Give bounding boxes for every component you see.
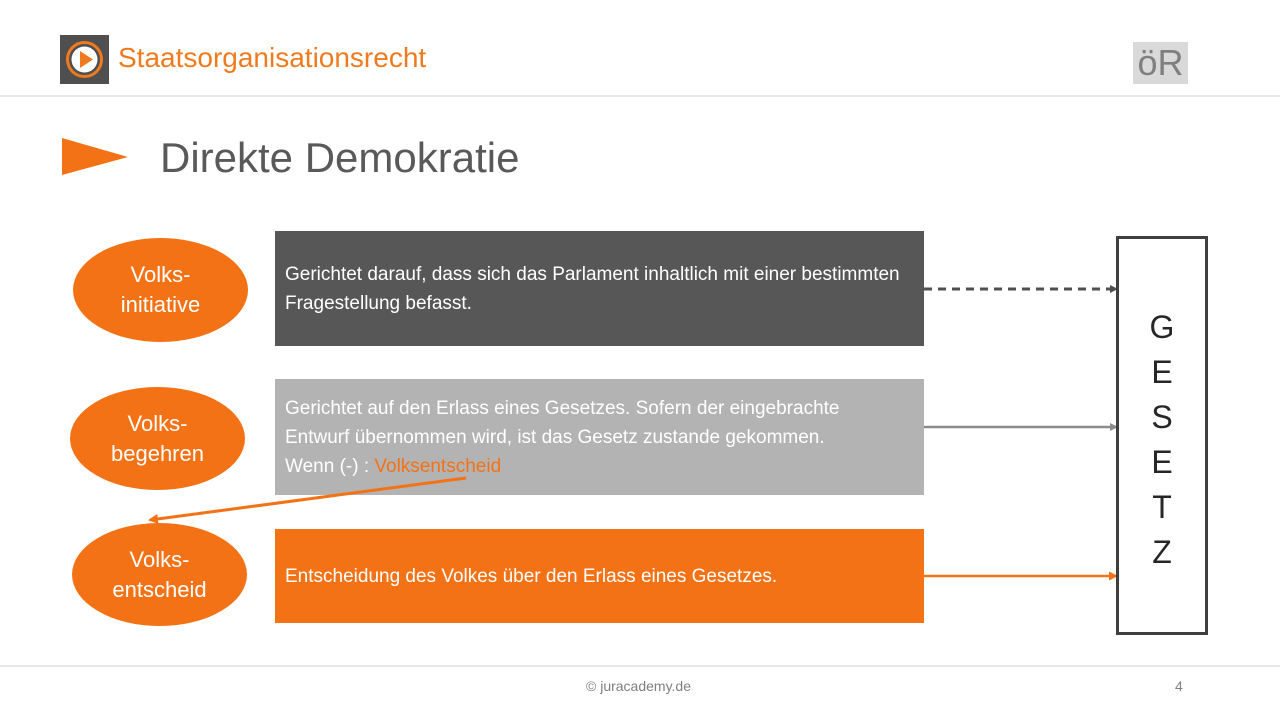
volksentscheid-label: Volks- entscheid xyxy=(112,546,207,602)
page-title: Direkte Demokratie xyxy=(160,134,520,181)
logo xyxy=(60,35,109,84)
volksbegehren-description-line2: Entwurf übernommen wird, ist das Gesetz … xyxy=(285,426,825,448)
triangle-arrow-icon xyxy=(62,138,128,175)
volksinitiative-ellipse: Volks- initiative xyxy=(73,238,248,342)
volksentscheid-box: Entscheidung des Volkes über den Erlass … xyxy=(275,529,924,623)
course-title: Staatsorganisationsrecht xyxy=(118,42,427,73)
subject-badge: öR xyxy=(1133,42,1188,84)
play-button-icon xyxy=(66,41,103,78)
volksentscheid-ellipse: Volks- entscheid xyxy=(72,523,247,626)
gesetz-box: G E S E T Z xyxy=(1116,236,1208,635)
volksentscheid-reference: Volksentscheid xyxy=(374,455,502,477)
volksinitiative-label: Volks- initiative xyxy=(120,262,201,317)
volksinitiative-box: Gerichtet darauf, dass sich das Parlamen… xyxy=(275,231,924,346)
copyright: © juracademy.de xyxy=(586,678,691,694)
volksbegehren-box: Gerichtet auf den Erlass eines Gesetzes.… xyxy=(275,379,924,495)
volksbegehren-ellipse: Volks- begehren xyxy=(70,387,245,490)
volksbegehren-description-prefix: Wenn (-) : xyxy=(285,455,375,477)
volksinitiative-description: Gerichtet darauf, dass sich das Parlamen… xyxy=(285,263,900,314)
volksbegehren-description-line3: Wenn (-) : Volksentscheid xyxy=(285,452,914,481)
header-divider xyxy=(0,95,1280,97)
volksbegehren-description-line1: Gerichtet auf den Erlass eines Gesetzes.… xyxy=(285,397,840,419)
footer-divider xyxy=(0,665,1280,667)
volksentscheid-description: Entscheidung des Volkes über den Erlass … xyxy=(285,565,778,587)
gesetz-letters: G E S E T Z xyxy=(1149,309,1175,570)
page-number: 4 xyxy=(1175,678,1183,694)
volksbegehren-label: Volks- begehren xyxy=(111,410,204,466)
